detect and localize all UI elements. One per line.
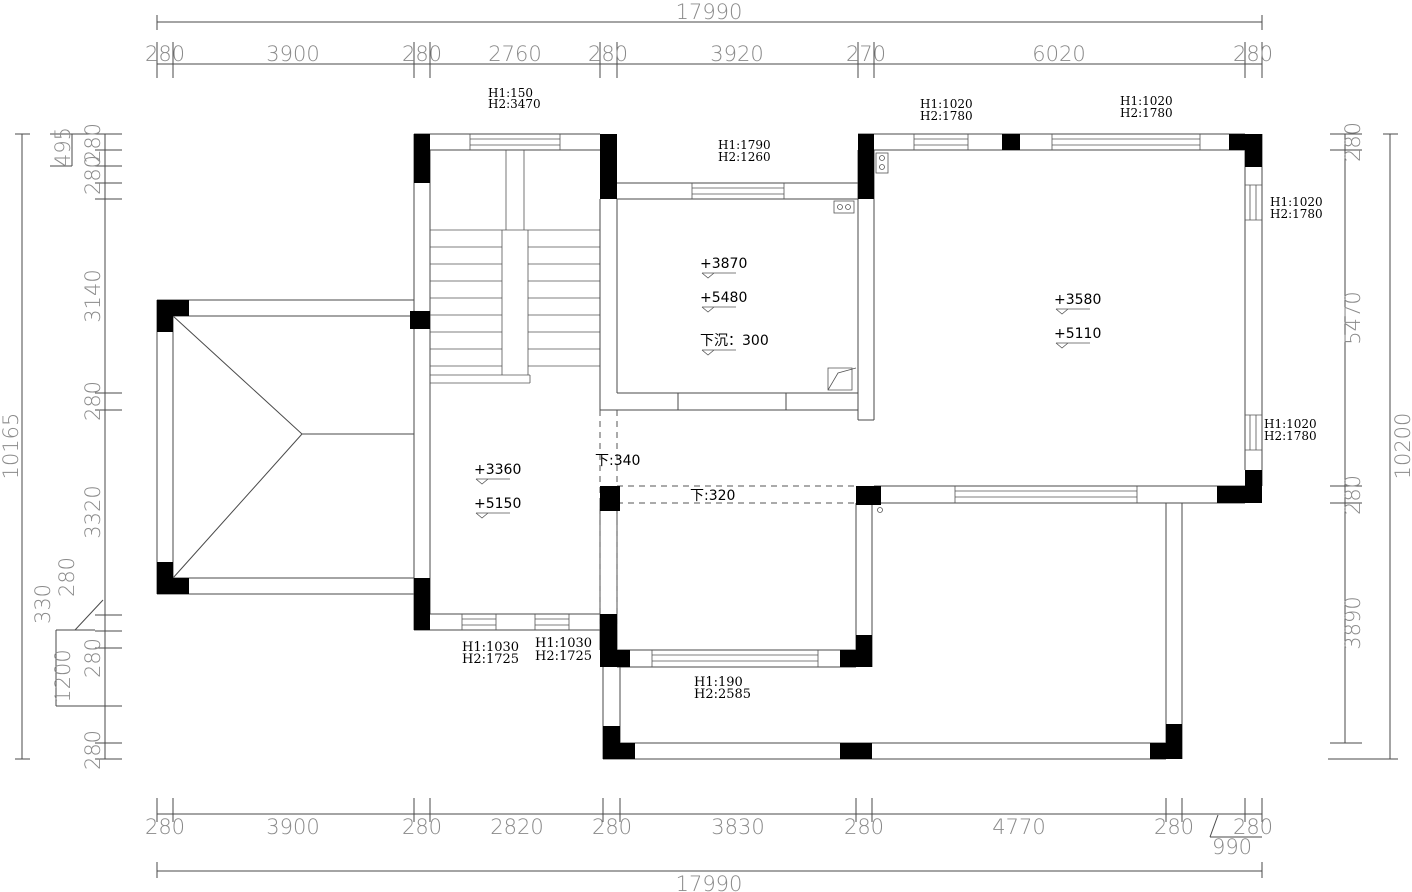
left-total-dim: 10165 bbox=[0, 413, 23, 480]
level-mark: 下沉：300 bbox=[700, 333, 769, 349]
top-dim: 3900 bbox=[266, 42, 319, 66]
window-note: H1:1030 bbox=[535, 636, 592, 651]
bottom-dim: 280 bbox=[402, 815, 442, 839]
window-bottom-mid bbox=[651, 650, 819, 667]
window-note: H1:1020 bbox=[1270, 195, 1323, 209]
left-dim: 280 bbox=[81, 155, 105, 195]
window-note: H2:2585 bbox=[694, 687, 751, 702]
bottom-dimension-chain: 280 3900 280 2820 280 3830 280 4770 280 … bbox=[145, 798, 1273, 892]
bottom-dim: 280 bbox=[844, 815, 884, 839]
left-dim: 3140 bbox=[81, 269, 105, 322]
level-mark: +5480 bbox=[700, 290, 747, 306]
right-dim: 280 bbox=[1341, 122, 1365, 162]
top-dim: 6020 bbox=[1032, 42, 1085, 66]
bottom-extra-dim: 990 bbox=[1212, 835, 1252, 859]
top-dimension-chain: 17990 280 3900 280 2760 280 3920 270 602… bbox=[145, 0, 1273, 78]
window-note: H1:150 bbox=[488, 86, 533, 100]
bottom-dim: 280 bbox=[1154, 815, 1194, 839]
level-mark: +3580 bbox=[1054, 292, 1101, 308]
top-dim: 280 bbox=[588, 42, 628, 66]
top-dim: 280 bbox=[145, 42, 185, 66]
left-dim: 1200 bbox=[51, 649, 75, 702]
window-middle-room bbox=[691, 183, 785, 199]
left-dim: 280 bbox=[81, 730, 105, 770]
left-dimension-chain: 10165 495 280 280 3140 280 bbox=[0, 123, 122, 770]
window-note: H1:1020 bbox=[920, 97, 973, 111]
right-dim: 280 bbox=[1341, 475, 1365, 515]
top-dim: 280 bbox=[402, 42, 442, 66]
level-mark: 下:340 bbox=[595, 453, 640, 469]
window-bottom-left-1 bbox=[461, 614, 497, 630]
level-mark: 下:320 bbox=[690, 488, 735, 504]
right-total-dim: 10200 bbox=[1391, 413, 1412, 480]
walls bbox=[156, 133, 1263, 760]
bottom-dim: 3830 bbox=[711, 815, 764, 839]
fixtures bbox=[833, 152, 889, 513]
window-note: H2:1260 bbox=[718, 150, 771, 164]
level-mark: +5150 bbox=[474, 496, 521, 512]
window-note: H2:1725 bbox=[462, 652, 519, 667]
left-dim: 280 bbox=[81, 123, 105, 163]
bottom-dim: 2820 bbox=[490, 815, 543, 839]
window-note: H2:3470 bbox=[488, 97, 541, 111]
right-dim: 3890 bbox=[1341, 596, 1365, 649]
windows bbox=[461, 134, 1262, 667]
window-right-side-1 bbox=[1245, 184, 1262, 221]
window-note: H2:1780 bbox=[1120, 106, 1173, 120]
level-mark: +3870 bbox=[700, 256, 747, 272]
left-dim: 495 bbox=[51, 127, 75, 167]
window-note: H1:190 bbox=[694, 675, 743, 690]
top-dim: 270 bbox=[846, 42, 886, 66]
left-dim: 280 bbox=[81, 381, 105, 421]
window-note: H1:1020 bbox=[1264, 417, 1317, 431]
level-mark: +5110 bbox=[1054, 326, 1101, 342]
window-note: H2:1780 bbox=[920, 109, 973, 123]
left-dim: 330 bbox=[31, 584, 55, 624]
top-dim: 2760 bbox=[488, 42, 541, 66]
window-note: H2:1780 bbox=[1264, 429, 1317, 443]
window-note: H1:1790 bbox=[718, 138, 771, 152]
columns bbox=[157, 134, 1262, 759]
window-right-top-1 bbox=[913, 134, 969, 150]
window-bottom-left-2 bbox=[534, 614, 570, 630]
window-note: H2:1725 bbox=[535, 649, 592, 664]
window-note: H1:1020 bbox=[1120, 94, 1173, 108]
left-dim: 3320 bbox=[81, 485, 105, 538]
right-dimension-chain: 280 5470 280 3890 10200 bbox=[1328, 122, 1412, 760]
window-note: H2:1780 bbox=[1270, 207, 1323, 221]
window-top-stair bbox=[469, 134, 561, 150]
bottom-total-dim: 17990 bbox=[676, 872, 743, 892]
top-dim: 3920 bbox=[710, 42, 763, 66]
top-total-dim: 17990 bbox=[676, 0, 743, 24]
top-dim: 280 bbox=[1233, 42, 1273, 66]
level-marks: +3870 +5480 下沉：300 +3580 +5110 +3360 +51… bbox=[474, 256, 1101, 519]
bottom-dim: 4770 bbox=[992, 815, 1045, 839]
level-mark: +3360 bbox=[474, 462, 521, 478]
bottom-dim: 3900 bbox=[266, 815, 319, 839]
left-dim: 280 bbox=[55, 557, 79, 597]
window-annotations: H1:150 H2:3470 H1:1790 H2:1260 H1:1020 H… bbox=[462, 86, 1323, 702]
bottom-dim: 280 bbox=[1233, 815, 1273, 839]
window-right-top-2 bbox=[1051, 134, 1201, 150]
bottom-dim: 280 bbox=[145, 815, 185, 839]
window-right-bottom bbox=[954, 486, 1138, 503]
bottom-dim: 280 bbox=[592, 815, 632, 839]
left-dim: 280 bbox=[81, 638, 105, 678]
window-right-side-2 bbox=[1245, 414, 1262, 451]
window-note: H1:1030 bbox=[462, 640, 519, 655]
right-dim: 5470 bbox=[1341, 291, 1365, 344]
